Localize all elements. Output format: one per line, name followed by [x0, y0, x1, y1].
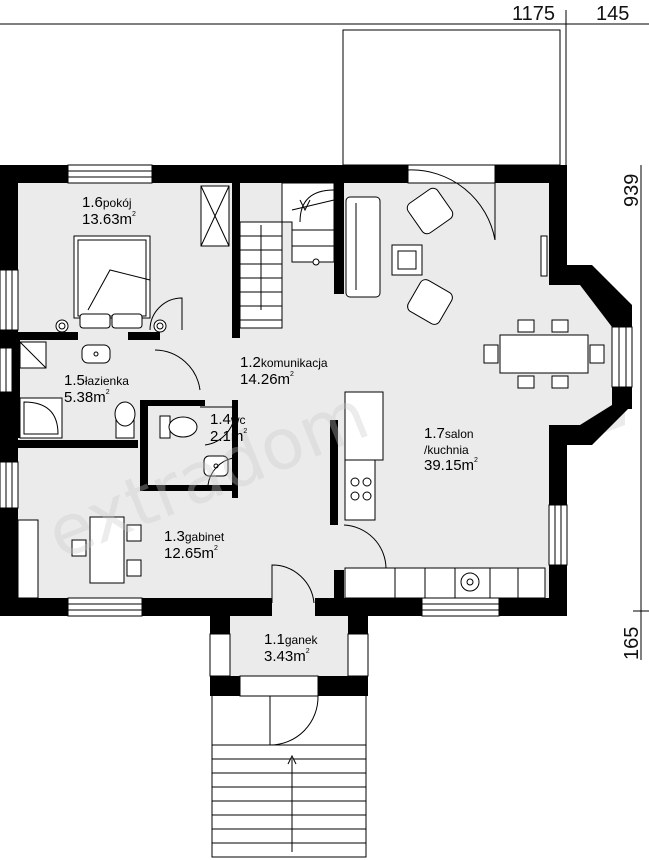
dimension-lines [0, 10, 649, 660]
room-title: 1.7salon [424, 425, 474, 442]
dimension-top-left: 1175 [512, 3, 555, 25]
entrance-stairs [211, 696, 367, 858]
windows [0, 164, 633, 697]
wardrobe [200, 185, 230, 247]
room-name: ganek [285, 633, 319, 647]
room-name: łazienka [85, 374, 129, 388]
outer-walls [0, 165, 632, 696]
room-area: 39.15m2 [424, 457, 478, 474]
desk [17, 516, 142, 599]
room-number: 1.3 [164, 528, 185, 545]
room-title: 1.1ganek [264, 631, 319, 648]
dimension-top-right: 145 [596, 3, 629, 25]
kitchen [344, 391, 546, 599]
room-title: 1.2komunikacja [240, 354, 328, 371]
room-number: 1.5 [64, 372, 85, 389]
room-area: 13.63m2 [82, 211, 136, 228]
wc-fixtures [159, 415, 229, 477]
room-number: 1.6 [82, 194, 103, 211]
room-number: 1.4 [210, 411, 231, 428]
room-area: 12.65m2 [164, 545, 218, 562]
room-title: 1.4wc [210, 411, 246, 428]
room-area: 14.26m2 [240, 371, 294, 388]
room-title: 1.3gabinet [164, 528, 225, 545]
bed [55, 235, 167, 333]
room-title: 1.6pokój [82, 194, 132, 211]
living-furniture [345, 187, 548, 325]
room-name: salon [445, 427, 474, 441]
room-title: 1.5łazienka [64, 372, 129, 389]
room-name: wc [230, 413, 246, 427]
room-number: 1.7 [424, 425, 445, 442]
room-name: pokój [103, 196, 132, 210]
dimension-right-upper: 939 [621, 174, 643, 207]
room-name-line2: /kuchnia [424, 443, 469, 457]
room-area: 3.43m2 [264, 648, 310, 665]
room-area: 5.38m2 [64, 389, 110, 406]
room-labels: 1.1ganek3.43m21.2komunikacja14.26m21.3ga… [64, 194, 478, 665]
dining-table [483, 319, 605, 389]
bathroom-fixtures [19, 341, 136, 439]
terrace [342, 29, 561, 166]
room-number: 1.2 [240, 354, 261, 371]
room-name: komunikacja [261, 356, 328, 370]
dimension-right-lower: 165 [621, 627, 643, 660]
room-number: 1.1 [264, 631, 285, 648]
interior-walls [12, 178, 344, 610]
stairs [239, 182, 335, 329]
room-area: 2.1m2 [210, 428, 247, 445]
room-name: gabinet [185, 530, 225, 544]
